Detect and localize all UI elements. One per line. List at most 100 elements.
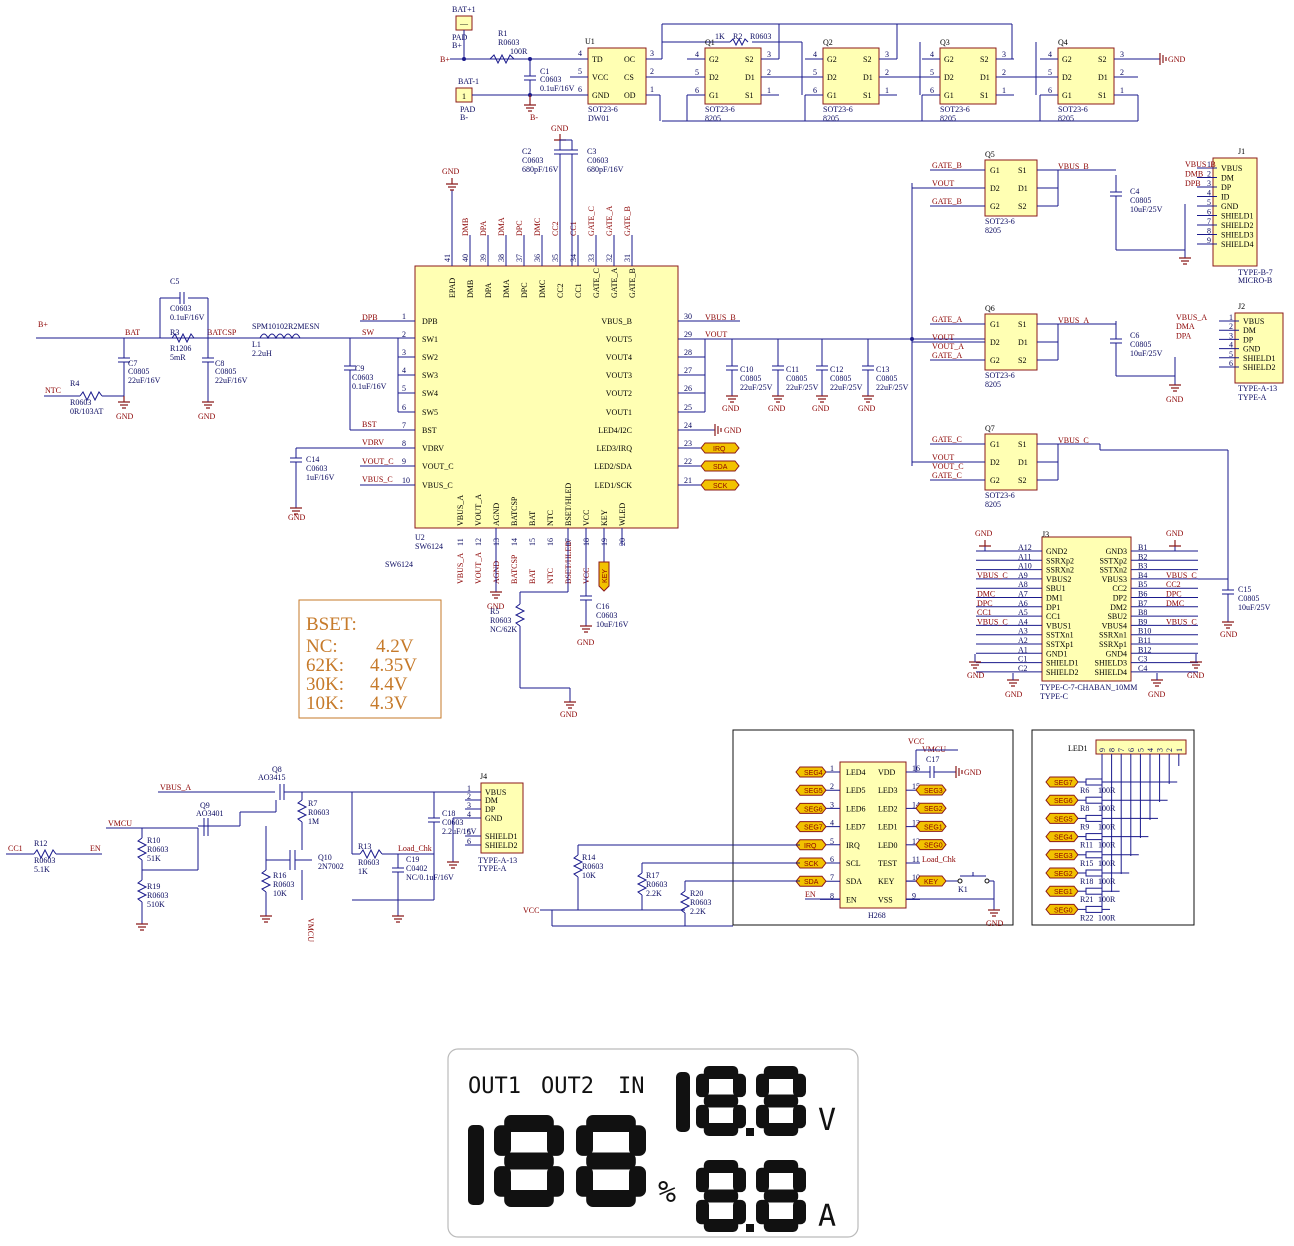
svg-text:S2: S2 bbox=[863, 55, 871, 64]
svg-text:C0805: C0805 bbox=[740, 374, 761, 383]
svg-text:C0603: C0603 bbox=[522, 156, 543, 165]
svg-text:C6: C6 bbox=[1130, 331, 1139, 340]
svg-text:C1: C1 bbox=[1018, 655, 1027, 664]
svg-text:DM2: DM2 bbox=[1110, 603, 1127, 612]
svg-text:22uF/16V: 22uF/16V bbox=[128, 376, 161, 385]
svg-text:K1: K1 bbox=[958, 885, 968, 894]
svg-text:CC2: CC2 bbox=[556, 283, 565, 298]
svg-text:D1: D1 bbox=[1018, 458, 1028, 467]
svg-text:Q9: Q9 bbox=[200, 801, 210, 810]
svg-text:S2: S2 bbox=[1018, 202, 1026, 211]
svg-text:3: 3 bbox=[650, 49, 654, 58]
svg-text:LED5: LED5 bbox=[846, 786, 866, 795]
svg-text:GND: GND bbox=[858, 404, 876, 413]
resistor bbox=[1085, 778, 1103, 786]
svg-text:15: 15 bbox=[912, 782, 920, 791]
svg-text:3: 3 bbox=[1207, 179, 1211, 188]
svg-text:10: 10 bbox=[912, 873, 920, 882]
svg-text:7: 7 bbox=[402, 421, 406, 430]
lcd-decimal-point bbox=[746, 1224, 754, 1232]
svg-text:GND: GND bbox=[592, 91, 610, 100]
lcd-segment bbox=[733, 1073, 746, 1098]
svg-text:C0603: C0603 bbox=[352, 373, 373, 382]
svg-text:2.2K: 2.2K bbox=[690, 907, 706, 916]
svg-text:L1: L1 bbox=[252, 340, 261, 349]
svg-text:VBUS: VBUS bbox=[1221, 164, 1242, 173]
svg-text:DP2: DP2 bbox=[1113, 594, 1127, 603]
svg-text:GND: GND bbox=[485, 814, 503, 823]
svg-text:S1: S1 bbox=[980, 91, 988, 100]
svg-text:R0603: R0603 bbox=[34, 856, 55, 865]
svg-text:4: 4 bbox=[1207, 189, 1211, 198]
svg-text:WLED: WLED bbox=[618, 503, 627, 526]
svg-text:VBUS_B: VBUS_B bbox=[601, 317, 632, 326]
svg-text:6: 6 bbox=[930, 86, 934, 95]
svg-text:36: 36 bbox=[533, 254, 542, 262]
vout-capacitors: GNDC10C080522uF/25VGNDC11C080522uF/25VGN… bbox=[722, 339, 909, 413]
svg-text:G2: G2 bbox=[827, 55, 837, 64]
svg-text:3: 3 bbox=[1156, 748, 1165, 752]
svg-text:VOUT_C: VOUT_C bbox=[932, 462, 964, 471]
svg-text:GND: GND bbox=[116, 412, 134, 421]
svg-text:C0603: C0603 bbox=[596, 611, 617, 620]
svg-text:B-: B- bbox=[460, 113, 468, 122]
lcd-digit bbox=[756, 1160, 806, 1232]
net-tag bbox=[915, 839, 947, 851]
svg-text:A5: A5 bbox=[1018, 608, 1028, 617]
svg-text:DPA: DPA bbox=[484, 283, 493, 298]
svg-text:GND: GND bbox=[442, 167, 460, 176]
svg-text:Q4: Q4 bbox=[1058, 38, 1068, 47]
svg-text:R0603: R0603 bbox=[147, 845, 168, 854]
svg-text:Q1: Q1 bbox=[705, 38, 715, 47]
svg-text:GND: GND bbox=[1221, 202, 1239, 211]
svg-text:4: 4 bbox=[813, 50, 817, 59]
svg-text:SW6124: SW6124 bbox=[415, 542, 443, 551]
svg-text:SDA: SDA bbox=[846, 877, 862, 886]
svg-text:SW3: SW3 bbox=[422, 371, 438, 380]
svg-text:2: 2 bbox=[650, 67, 654, 76]
svg-text:0.1uF/16V: 0.1uF/16V bbox=[170, 313, 205, 322]
svg-text:SW: SW bbox=[362, 328, 374, 337]
lcd-segment bbox=[629, 1166, 646, 1197]
net-tag bbox=[795, 802, 827, 814]
svg-text:LED6: LED6 bbox=[846, 804, 866, 813]
svg-text:SW4: SW4 bbox=[422, 389, 438, 398]
svg-text:G1: G1 bbox=[827, 91, 837, 100]
svg-text:Load_Chk: Load_Chk bbox=[922, 855, 956, 864]
svg-text:1: 1 bbox=[467, 784, 471, 793]
svg-text:PAD: PAD bbox=[460, 105, 475, 114]
svg-text:C10: C10 bbox=[740, 365, 753, 374]
svg-text:VSS: VSS bbox=[878, 895, 893, 904]
svg-text:4.35V: 4.35V bbox=[370, 655, 417, 676]
svg-text:Q8: Q8 bbox=[272, 765, 282, 774]
svg-text:4: 4 bbox=[830, 819, 834, 828]
svg-text:GND: GND bbox=[986, 919, 1004, 928]
lcd-segment bbox=[494, 1125, 511, 1156]
svg-text:SSTXp1: SSTXp1 bbox=[1046, 640, 1074, 649]
svg-text:KEY: KEY bbox=[924, 879, 938, 886]
svg-text:B+: B+ bbox=[452, 41, 462, 50]
resistor bbox=[1085, 814, 1103, 822]
svg-text:C0805: C0805 bbox=[1130, 196, 1151, 205]
svg-text:J3: J3 bbox=[1042, 530, 1049, 539]
lcd-segment bbox=[793, 1199, 806, 1225]
svg-text:A2: A2 bbox=[1018, 636, 1028, 645]
svg-text:R2: R2 bbox=[733, 32, 742, 41]
svg-text:S2: S2 bbox=[1018, 356, 1026, 365]
svg-text:DMC: DMC bbox=[533, 218, 542, 236]
svg-text:100R: 100R bbox=[1098, 786, 1116, 795]
svg-text:AO3401: AO3401 bbox=[196, 809, 224, 818]
lcd-segment bbox=[576, 1125, 593, 1156]
svg-text:GND: GND bbox=[1005, 690, 1023, 699]
svg-text:VCC: VCC bbox=[523, 906, 539, 915]
svg-text:R1206: R1206 bbox=[170, 344, 191, 353]
svg-text:GND: GND bbox=[768, 404, 786, 413]
svg-text:SEG7: SEG7 bbox=[1054, 780, 1073, 787]
svg-text:VBUS_A: VBUS_A bbox=[1176, 313, 1207, 322]
svg-text:GATE_C: GATE_C bbox=[932, 435, 962, 444]
svg-text:SEG2: SEG2 bbox=[924, 806, 943, 813]
svg-text:G2: G2 bbox=[990, 356, 1000, 365]
svg-text:22uF/25V: 22uF/25V bbox=[876, 383, 909, 392]
svg-text:AO3415: AO3415 bbox=[258, 773, 286, 782]
svg-text:B7: B7 bbox=[1138, 599, 1147, 608]
